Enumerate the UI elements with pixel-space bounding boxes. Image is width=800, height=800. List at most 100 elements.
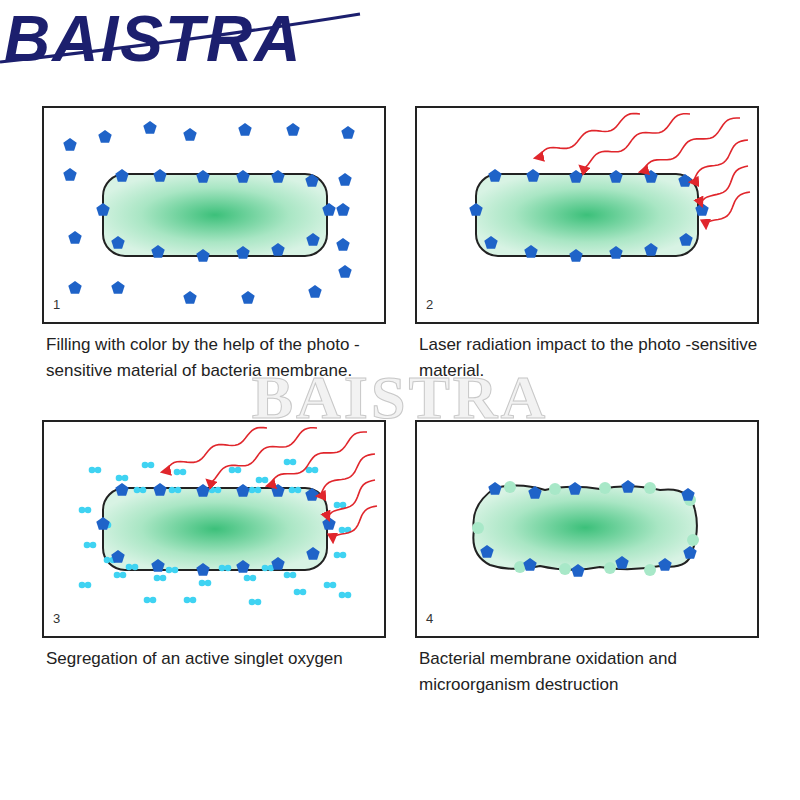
photosensitizer [153, 169, 166, 182]
brand-logo: BAISTRA [4, 2, 302, 76]
laser-ray [162, 428, 267, 473]
step-panel: 4Bacterial membrane oxidation and microo… [415, 420, 759, 638]
photosensitizer [196, 563, 209, 576]
step-caption: Segregation of an active singlet oxygen [46, 646, 418, 672]
singlet-oxygen [334, 552, 347, 559]
photosensitizer [236, 484, 249, 497]
photosensitizer [678, 174, 691, 187]
photosensitizer [196, 484, 209, 497]
photosensitizer [484, 236, 497, 249]
photosensitizer [63, 168, 76, 181]
step-panel: 1Filling with color by the help of the p… [42, 106, 386, 324]
singlet-oxygen [142, 462, 155, 469]
singlet-oxygen [199, 580, 212, 587]
oxidation-spot [644, 564, 656, 576]
photosensitizer [115, 483, 128, 496]
photosensitizer [683, 546, 696, 559]
laser-ray [328, 480, 375, 520]
singlet-oxygen [89, 467, 102, 474]
oxidation-spot [687, 534, 699, 546]
singlet-oxygen [256, 477, 269, 484]
step-number: 1 [53, 297, 60, 312]
laser-ray [690, 140, 748, 182]
singlet-oxygen [209, 487, 222, 494]
photosensitizer [488, 482, 501, 495]
laser-ray [706, 192, 750, 228]
cell-body [103, 488, 327, 570]
photosensitizer [151, 559, 164, 572]
photosensitizer [306, 233, 319, 246]
photosensitizer [528, 486, 541, 499]
photosensitizer [271, 484, 284, 497]
oxidation-spot [559, 563, 571, 575]
photosensitizer [153, 483, 166, 496]
cell-body [103, 174, 327, 256]
singlet-oxygen [306, 467, 319, 474]
singlet-oxygen [116, 475, 129, 482]
singlet-oxygen [249, 599, 262, 606]
photosensitizer [111, 236, 124, 249]
singlet-oxygen [174, 469, 187, 476]
oxidation-spot [644, 482, 656, 494]
singlet-oxygen [134, 487, 147, 494]
oxidation-spot [549, 483, 561, 495]
laser-ray [535, 114, 640, 159]
photosensitizer [236, 560, 249, 573]
photosensitizer [115, 169, 128, 182]
step-number: 4 [426, 611, 433, 626]
photosensitizer [68, 231, 81, 244]
laser-ray [267, 432, 367, 486]
photosensitizer [305, 488, 318, 501]
laser-ray [701, 166, 748, 206]
photosensitizer [271, 170, 284, 183]
singlet-oxygen [219, 565, 232, 572]
photosensitizer [238, 123, 251, 136]
oxidation-spot [504, 481, 516, 493]
photosensitizer [609, 170, 622, 183]
singlet-oxygen [339, 592, 352, 599]
photosensitizer [286, 123, 299, 136]
photosensitizer [569, 170, 582, 183]
singlet-oxygen [249, 487, 262, 494]
singlet-oxygen [289, 487, 302, 494]
photosensitizer [568, 482, 581, 495]
singlet-oxygen [334, 502, 347, 509]
singlet-oxygen [79, 582, 92, 589]
photosensitizer [609, 246, 622, 259]
step-caption: Laser radiation impact to the photo -sen… [419, 332, 791, 384]
photosensitizer [305, 174, 318, 187]
singlet-oxygen [79, 507, 92, 514]
singlet-oxygen [184, 597, 197, 604]
photosensitizer [63, 138, 76, 151]
step-panel: 2Laser radiation impact to the photo -se… [415, 106, 759, 324]
photosensitizer [96, 517, 109, 530]
photosensitizer [96, 203, 109, 216]
oxidation-spot [599, 482, 611, 494]
photosensitizer [338, 173, 351, 186]
photosensitizer [236, 170, 249, 183]
photosensitizer [111, 281, 124, 294]
singlet-oxygen [166, 567, 179, 574]
photosensitizer [571, 564, 584, 577]
damaged-cell [473, 485, 697, 569]
photosensitizer [236, 246, 249, 259]
photosensitizer [271, 243, 284, 256]
singlet-oxygen [169, 487, 182, 494]
step-caption: Bacterial membrane oxidation and microor… [419, 646, 791, 698]
photosensitizer [151, 245, 164, 258]
photosensitizer [306, 547, 319, 560]
photosensitizer [469, 203, 482, 216]
step-caption: Filling with color by the help of the ph… [46, 332, 418, 384]
singlet-oxygen [114, 572, 127, 579]
oxidation-spot [472, 522, 484, 534]
photosensitizer [480, 545, 493, 558]
photosensitizer [338, 265, 351, 278]
photosensitizer [658, 558, 671, 571]
photosensitizer [143, 121, 156, 134]
singlet-oxygen [284, 572, 297, 579]
photosensitizer [241, 291, 254, 304]
photosensitizer [341, 126, 354, 139]
singlet-oxygen [144, 597, 157, 604]
photosensitizer [488, 169, 501, 182]
photosensitizer [569, 249, 582, 262]
